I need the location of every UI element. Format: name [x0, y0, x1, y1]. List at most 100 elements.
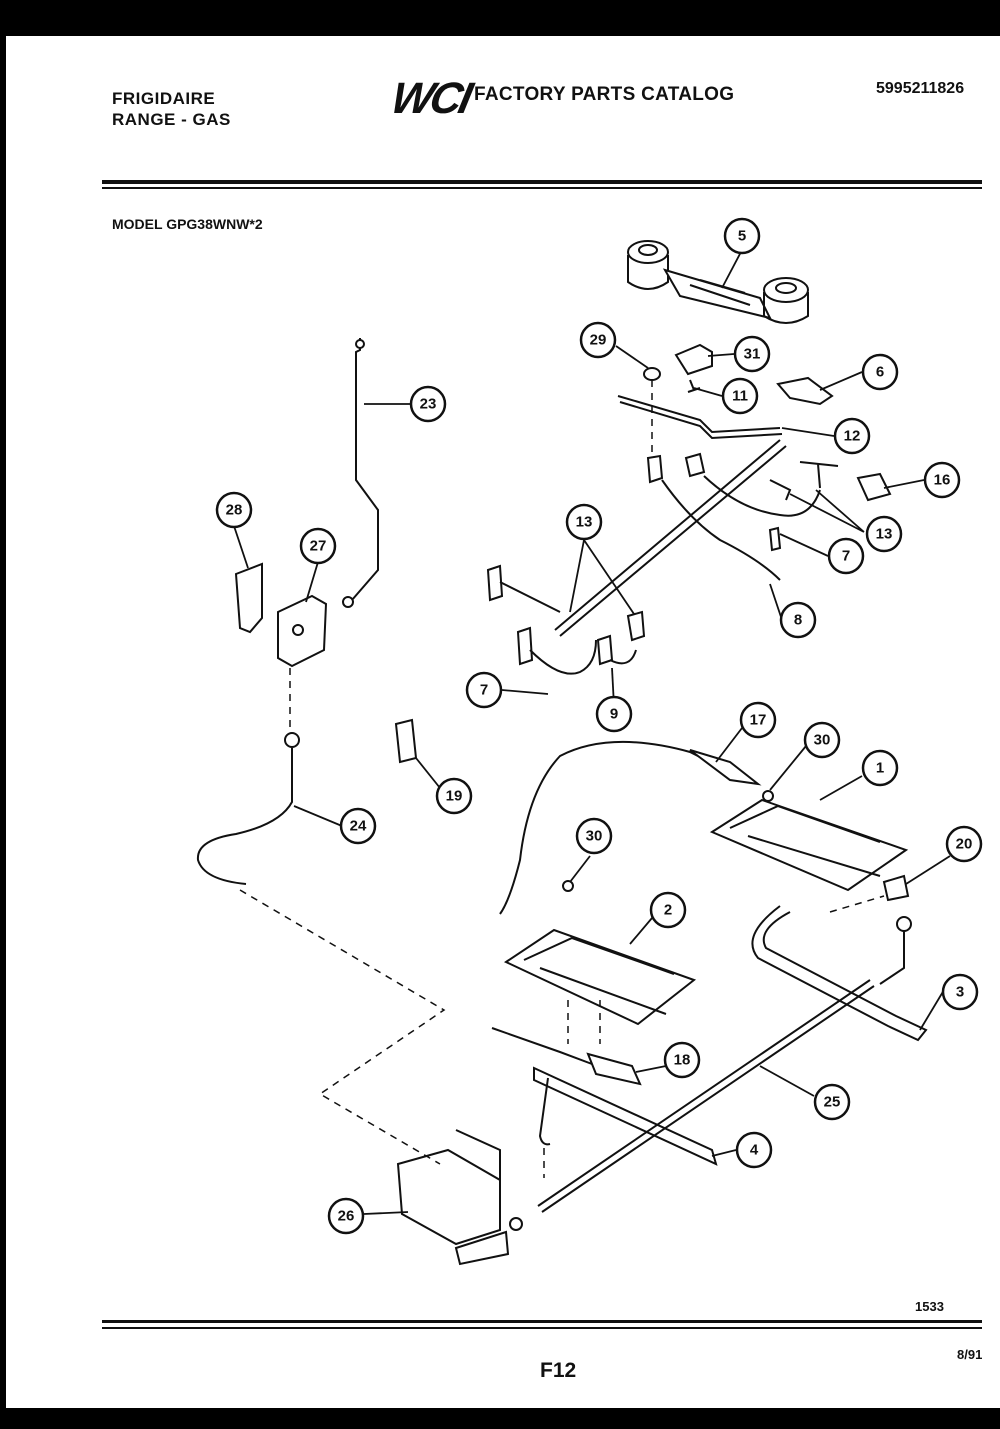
callout-bubble: [813, 1083, 851, 1121]
callout-25: 25: [813, 1083, 851, 1121]
callout-6: 6: [861, 353, 899, 391]
callout-bubble: [861, 749, 899, 787]
oven-tube-part: [533, 1066, 718, 1166]
callout-number: 20: [956, 836, 973, 853]
valve-assembly-part: [627, 240, 809, 324]
callout-bubble: [723, 217, 761, 255]
gas-line-part: [537, 979, 875, 1213]
product-type: RANGE - GAS: [112, 110, 231, 129]
dashed-connector: [239, 889, 446, 1165]
callout-number: 23: [420, 396, 437, 413]
callout-30b: 30: [575, 817, 613, 855]
page-label: F12: [540, 1359, 577, 1382]
callout-bubble: [663, 1041, 701, 1079]
callout-13b: 13: [865, 515, 903, 553]
callout-number: 5: [738, 228, 746, 245]
catalog-sheet: [6, 36, 1000, 1408]
callout-29: 29: [579, 321, 617, 359]
callout-bubble: [575, 817, 613, 855]
callout-number: 3: [956, 984, 964, 1001]
callout-2: 2: [649, 891, 687, 929]
callout-4: 4: [735, 1131, 773, 1169]
callout-bubble: [865, 515, 903, 553]
callout-30a: 30: [803, 721, 841, 759]
callout-bubble: [779, 601, 817, 639]
callout-bubble: [435, 777, 473, 815]
callout-bubble: [339, 807, 377, 845]
callout-7a: 7: [827, 537, 865, 575]
callout-number: 12: [844, 428, 861, 445]
callout-number: 26: [338, 1208, 355, 1225]
thermostat-capillary-part: [351, 338, 379, 601]
callout-23: 23: [409, 385, 447, 423]
igniter-electrode-part: [646, 452, 892, 502]
callout-7b: 7: [465, 671, 503, 709]
callout-number: 8: [794, 612, 802, 629]
revision-date: 8/91: [957, 1347, 983, 1362]
callout-number: 28: [226, 502, 243, 519]
callout-5: 5: [723, 217, 761, 255]
model-label: MODEL GPG38WNW*2: [112, 216, 263, 232]
callout-bubble: [941, 973, 979, 1011]
callout-bubble: [721, 377, 759, 415]
catalog-title: FACTORY PARTS CATALOG: [474, 84, 735, 105]
callout-bubble: [923, 461, 961, 499]
callout-bubble: [735, 1131, 773, 1169]
callout-number: 17: [750, 712, 767, 729]
callout-number: 2: [664, 902, 672, 919]
callout-bubble: [299, 527, 337, 565]
igniter-electrode-lower-part: [486, 564, 504, 602]
callout-bubble: [579, 321, 617, 359]
callout-number: 18: [674, 1052, 691, 1069]
callout-18: 18: [663, 1041, 701, 1079]
callout-bubble: [409, 385, 447, 423]
catalog-number: 5995211826: [876, 80, 965, 97]
callout-17: 17: [739, 701, 777, 739]
callout-bubble: [739, 701, 777, 739]
callout-26: 26: [327, 1197, 365, 1235]
callout-bubble: [595, 695, 633, 733]
callout-16: 16: [923, 461, 961, 499]
leader-lines: [233, 249, 951, 1215]
callout-number: 1: [876, 760, 884, 777]
callout-bubble: [945, 825, 983, 863]
spark-module-part: [394, 718, 418, 764]
callout-number: 7: [480, 682, 488, 699]
manifold-part: [617, 395, 781, 434]
callout-8: 8: [779, 601, 817, 639]
callout-number: 31: [744, 346, 761, 363]
callout-13a: 13: [565, 503, 603, 541]
header-rule-thick: [102, 180, 982, 184]
safety-valve-part: [396, 1129, 523, 1266]
callout-20: 20: [945, 825, 983, 863]
brand-block: FRIGIDAIRE RANGE - GAS: [112, 88, 231, 130]
footer-rule-thick: [102, 1320, 982, 1323]
callout-19: 19: [435, 777, 473, 815]
callout-31: 31: [733, 335, 771, 373]
callout-number: 27: [310, 538, 327, 555]
screw-part: [687, 379, 701, 393]
callout-28: 28: [215, 491, 253, 529]
gas-tube-part: [554, 439, 787, 637]
callout-bubble: [803, 721, 841, 759]
callout-bubble: [327, 1197, 365, 1235]
callout-bubble: [565, 503, 603, 541]
callout-number: 30: [814, 732, 831, 749]
callout-number: 29: [590, 332, 607, 349]
orifice-part: [882, 874, 910, 902]
callout-bubble: [833, 417, 871, 455]
igniter-part: [491, 1027, 593, 1065]
oven-igniter-lead-part: [499, 741, 731, 915]
part-drawings: [196, 240, 928, 1266]
callout-bubble: [215, 491, 253, 529]
callout-number: 6: [876, 364, 884, 381]
callout-number: 7: [842, 548, 850, 565]
callout-number: 11: [732, 388, 748, 405]
broiler-burner-part: [709, 798, 909, 892]
ignition-wire-part: [661, 479, 781, 581]
callout-27: 27: [299, 527, 337, 565]
callout-3: 3: [941, 973, 979, 1011]
illustration-number: 1533: [915, 1299, 944, 1314]
